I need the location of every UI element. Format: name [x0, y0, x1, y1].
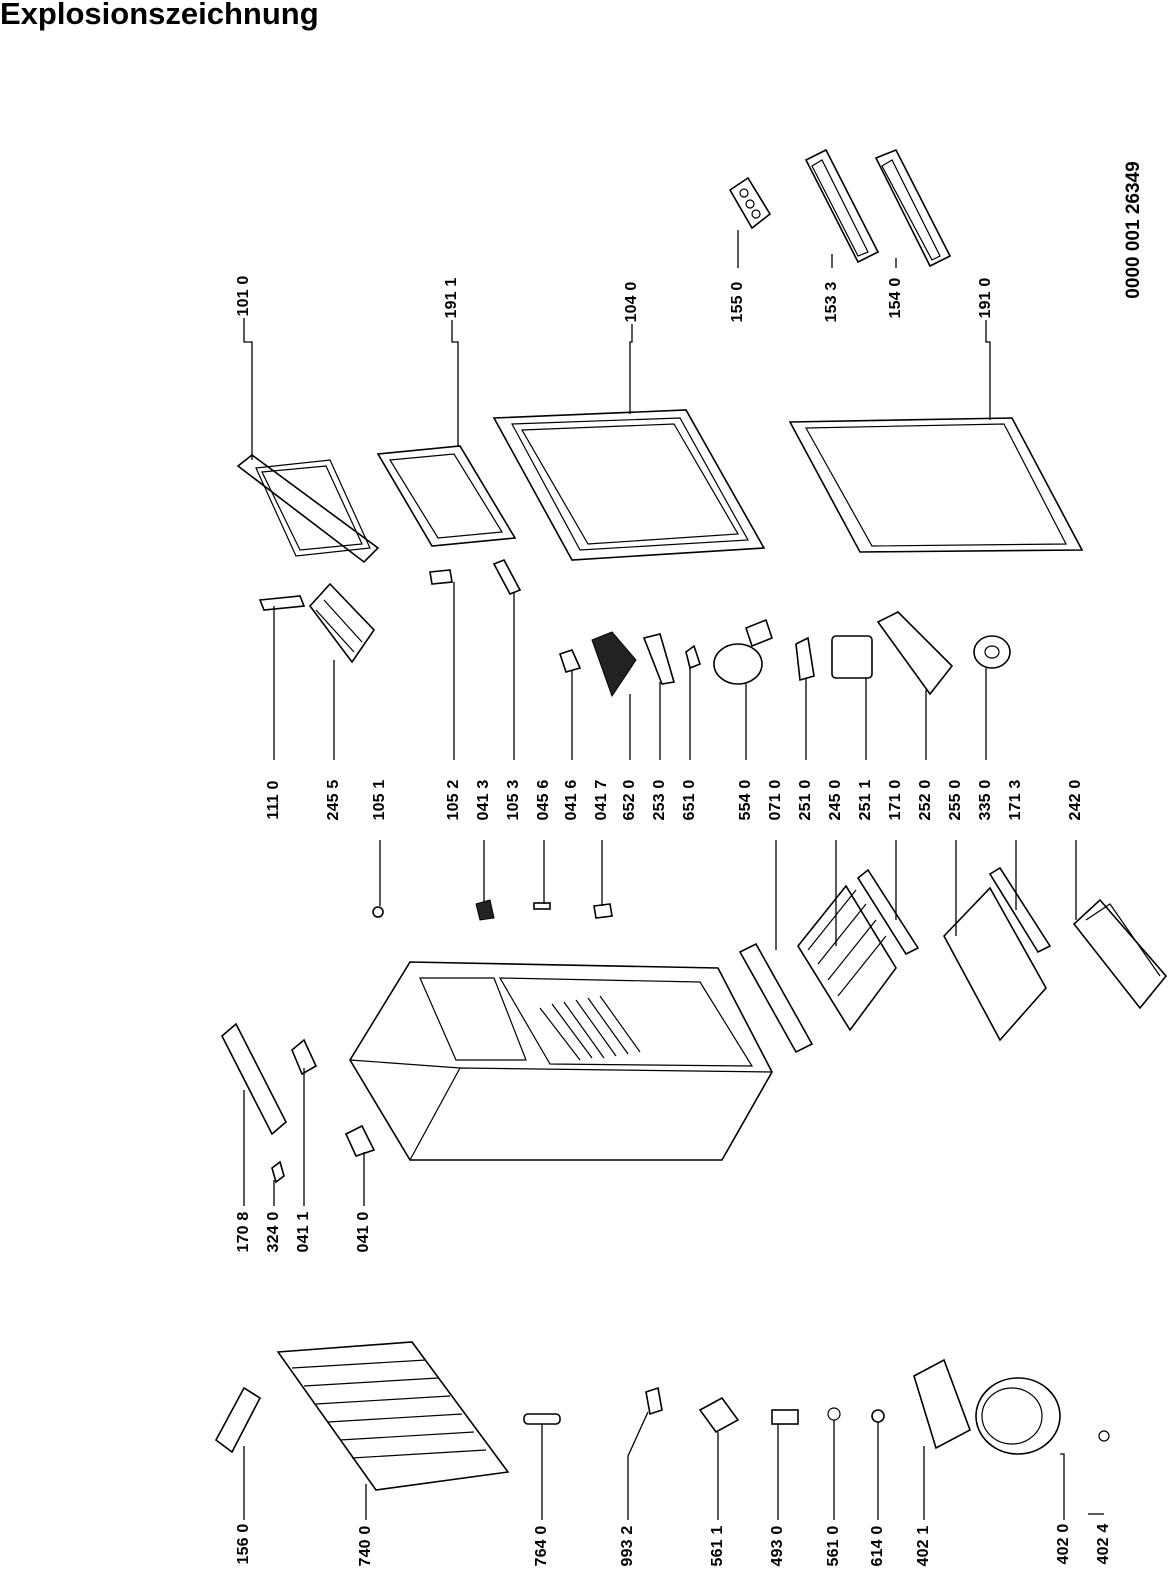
part-493-0 [771, 1409, 799, 1425]
capillary-993-2 [627, 1386, 663, 1457]
part-105-2 [429, 569, 453, 585]
leader-lines [243, 230, 1104, 1520]
part-614-0 [871, 1409, 885, 1423]
freezer-compartment-245-5 [308, 582, 376, 664]
part-041-6 [558, 649, 582, 673]
hinge-041-1 [291, 1038, 318, 1076]
page-title: Explosionszeichnung [0, 0, 319, 31]
part-045-6 [533, 902, 551, 910]
compressor-402-0 [975, 1377, 1061, 1455]
hinge-bar-170-8 [221, 1022, 287, 1136]
relay-561-1 [698, 1396, 740, 1434]
trim-171-0 [856, 868, 920, 956]
thermostat-251-1 [831, 635, 873, 679]
pin-324-0 [271, 1160, 285, 1184]
part-251-0 [795, 636, 815, 682]
freezer-gasket-191-1 [376, 445, 517, 547]
part-651-0 [685, 644, 701, 670]
control-housing-252-0 [876, 611, 954, 696]
glass-plate-255-0 [943, 886, 1047, 1042]
part-111-0 [258, 595, 306, 611]
trim-171-3 [988, 866, 1052, 954]
tray-402-1 [913, 1358, 971, 1450]
wire-shelf-245-0 [797, 884, 897, 1032]
part-105-1 [372, 906, 384, 918]
part-156-0 [214, 1386, 262, 1454]
dryer-764-0 [523, 1413, 561, 1425]
part-253-0 [642, 633, 676, 685]
shelf-071-0 [738, 942, 814, 1054]
part-402-4 [1098, 1430, 1110, 1442]
cabinet-body [349, 961, 773, 1161]
evaporator-coils [539, 995, 641, 1061]
condenser-740-0 [276, 1341, 510, 1491]
lamp-cover-554-0 [713, 618, 773, 685]
egg-tray-155-0 [728, 176, 772, 230]
part-105-3 [492, 558, 522, 596]
part-041-3 [475, 899, 495, 921]
fridge-door-104-0 [492, 409, 766, 561]
fridge-gasket-191-0 [788, 417, 1084, 553]
knob-335-0 [973, 635, 1011, 669]
part-041-7 [593, 903, 613, 919]
crisper-242-0 [1072, 898, 1168, 1010]
part-652-0 [591, 631, 637, 698]
door-shelf-154-0 [874, 148, 952, 268]
freezer-door-101-0 [236, 453, 380, 564]
hinge-041-0 [344, 1124, 376, 1157]
part-561-0 [827, 1407, 841, 1421]
door-shelf-153-3 [804, 148, 880, 264]
